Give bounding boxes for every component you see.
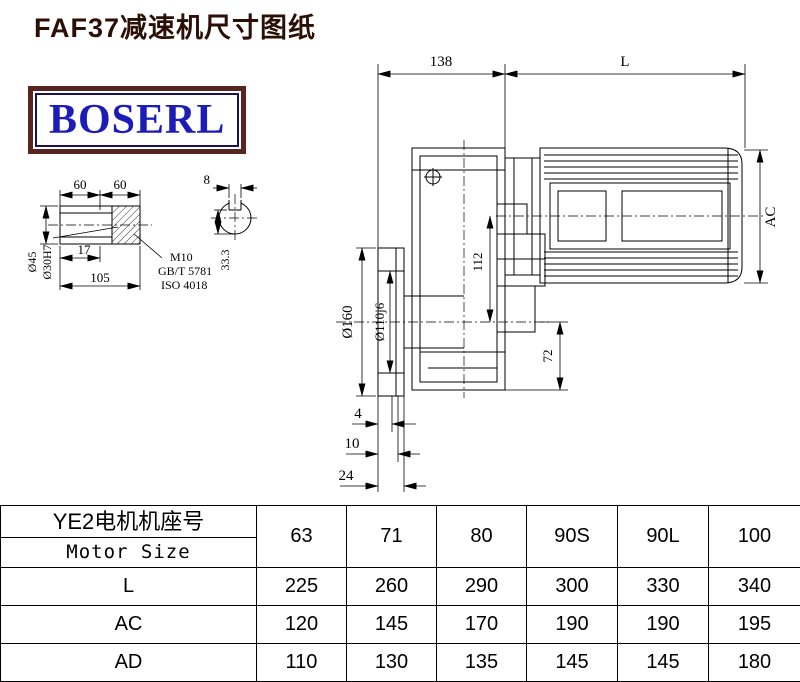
table-row-AD: AD 110 130 135 145 145 180 bbox=[0, 643, 800, 682]
dim-24-label: 24 bbox=[339, 468, 355, 484]
dim-8-label: 8 bbox=[204, 172, 211, 187]
cell-AD-90s: 145 bbox=[526, 643, 618, 682]
cell-L-90s: 300 bbox=[526, 567, 618, 606]
boserl-logo: BOSERL bbox=[28, 86, 247, 154]
cell-AD-90l: 145 bbox=[617, 643, 709, 682]
dim-333-label: 33.3 bbox=[218, 250, 232, 271]
row-label-AD: AD bbox=[0, 643, 257, 682]
motor-size-table: YE2电机机座号 Motor Size 63 71 80 90S 90L 100… bbox=[0, 505, 800, 682]
cell-L-90l: 330 bbox=[617, 567, 709, 606]
dim-112-label: 112 bbox=[470, 252, 485, 271]
size-col-71: 71 bbox=[346, 505, 437, 568]
dim-d160-label: Ø160 bbox=[340, 305, 356, 338]
table-row-AC: AC 120 145 170 190 190 195 bbox=[0, 605, 800, 644]
dim-138-label: 138 bbox=[430, 54, 453, 70]
row-label-L: L bbox=[0, 567, 257, 606]
thread-m10-label: M10 bbox=[170, 250, 193, 264]
dimension-top-chain: 138 L bbox=[377, 54, 746, 248]
dimension-flange-diameters: Ø160 Ø110j6 bbox=[340, 247, 394, 397]
table-row-L: L 225 260 290 300 330 340 bbox=[0, 567, 800, 606]
cell-L-63: 225 bbox=[256, 567, 347, 606]
size-col-100: 100 bbox=[708, 505, 800, 568]
dim-d110-label: Ø110j6 bbox=[372, 302, 387, 341]
cell-AC-100: 195 bbox=[708, 605, 800, 644]
dimension-bottom-chain: 4 10 24 bbox=[339, 396, 426, 492]
dim-60-left-label: 60 bbox=[74, 177, 87, 192]
dim-L-label: L bbox=[620, 54, 629, 70]
dim-72-label: 72 bbox=[540, 350, 555, 363]
cell-AD-100: 180 bbox=[708, 643, 800, 682]
boserl-logo-text: BOSERL bbox=[35, 93, 240, 147]
motor-outline bbox=[496, 147, 764, 284]
thread-iso-label: ISO 4018 bbox=[161, 278, 207, 292]
input-shaft-detail: 60 60 Ø45 Ø30H7 17 105 M10 GB/T 5781 ISO… bbox=[25, 177, 212, 292]
page-title: FAF37减速机尺寸图纸 bbox=[34, 13, 317, 43]
cell-AC-71: 145 bbox=[346, 605, 437, 644]
dimension-72: 72 bbox=[505, 321, 568, 391]
technical-drawing: 138 L AC bbox=[25, 54, 779, 492]
cell-AD-80: 135 bbox=[436, 643, 527, 682]
size-col-80: 80 bbox=[436, 505, 527, 568]
gearbox-outline bbox=[411, 140, 546, 398]
size-col-63: 63 bbox=[256, 505, 347, 568]
dimension-112: 112 bbox=[470, 215, 494, 323]
cell-AC-80: 170 bbox=[436, 605, 527, 644]
dim-4-label: 4 bbox=[354, 406, 362, 422]
cell-AD-71: 130 bbox=[346, 643, 437, 682]
dim-d30-label: Ø30H7 bbox=[40, 244, 54, 279]
cell-L-80: 290 bbox=[436, 567, 527, 606]
header-en: Motor Size bbox=[66, 540, 191, 563]
cell-AC-90l: 190 bbox=[617, 605, 709, 644]
row-label-AC: AC bbox=[0, 605, 257, 644]
size-col-90l: 90L bbox=[617, 505, 709, 568]
cell-L-71: 260 bbox=[346, 567, 437, 606]
cell-AC-90s: 190 bbox=[526, 605, 618, 644]
size-col-90s: 90S bbox=[526, 505, 618, 568]
dim-17-label: 17 bbox=[78, 242, 92, 257]
output-flange bbox=[336, 247, 552, 397]
cell-AD-63: 110 bbox=[256, 643, 347, 682]
dim-105-label: 105 bbox=[90, 270, 110, 285]
dimension-ac: AC bbox=[744, 149, 779, 284]
table-header-row: YE2电机机座号 Motor Size 63 71 80 90S 90L 100 bbox=[0, 505, 800, 568]
dim-d45-label: Ø45 bbox=[25, 252, 39, 273]
dim-60-right-label: 60 bbox=[114, 177, 127, 192]
cell-AC-63: 120 bbox=[256, 605, 347, 644]
thread-gb-label: GB/T 5781 bbox=[158, 264, 212, 278]
header-cn: YE2电机机座号 bbox=[1, 507, 256, 538]
motor-size-header-cell: YE2电机机座号 Motor Size bbox=[0, 505, 257, 568]
cell-L-100: 340 bbox=[708, 567, 800, 606]
dim-ac-label: AC bbox=[763, 207, 779, 228]
shaft-cross-section-detail: 8 33.3 bbox=[204, 172, 259, 271]
dim-10-label: 10 bbox=[345, 436, 360, 452]
